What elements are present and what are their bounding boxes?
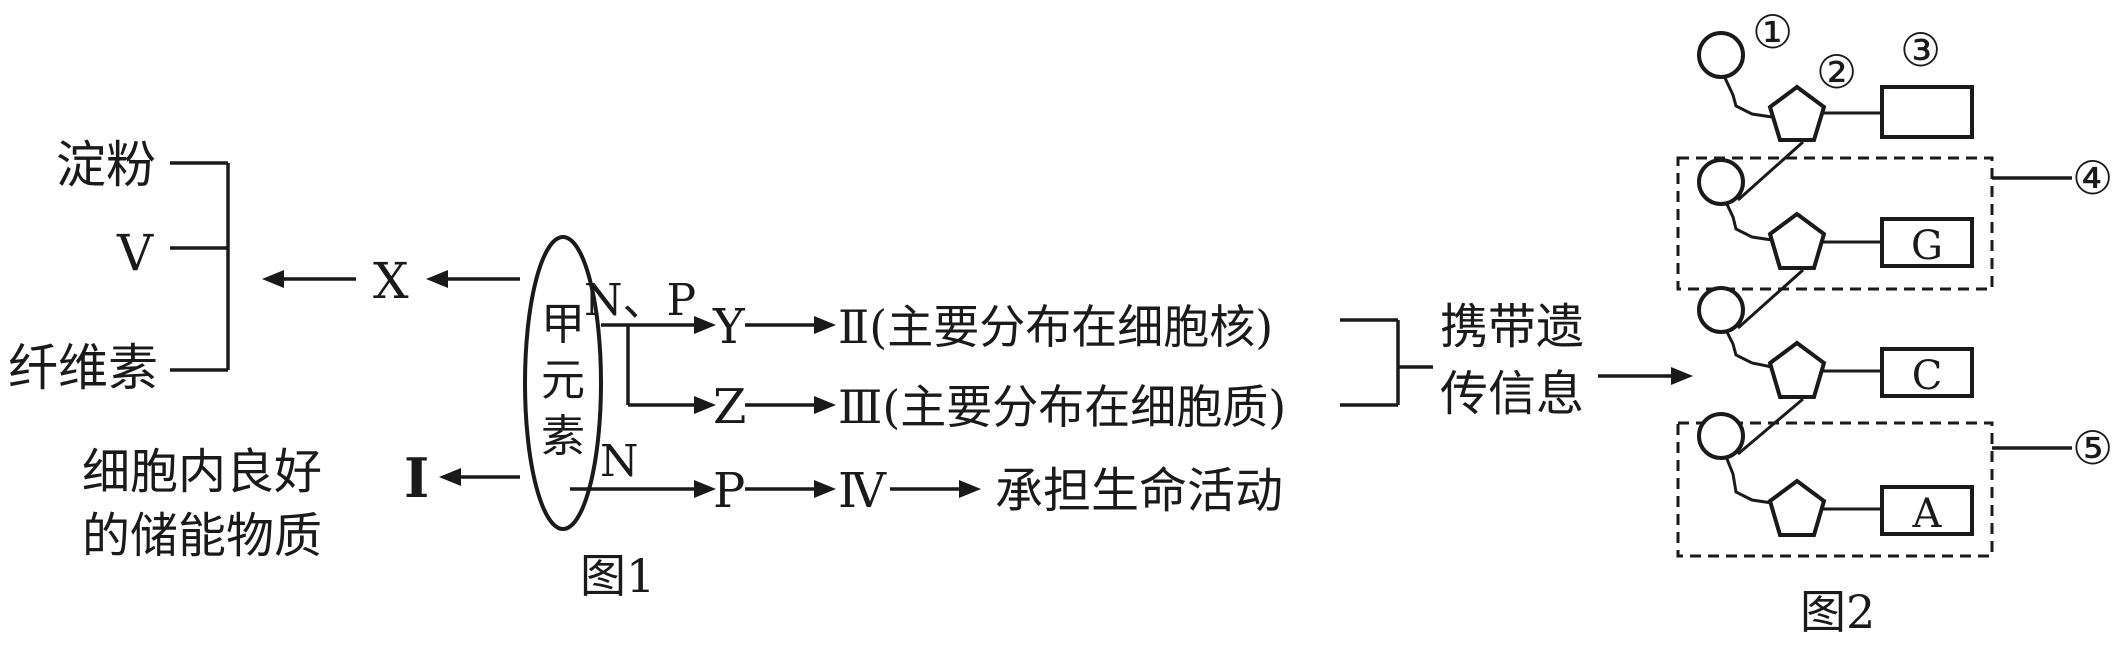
arrow-element-to-x [426, 270, 520, 288]
figure-2: G C A ① ② ③ ④ ⑤ 图2 [1676, 5, 2113, 639]
carry-info-line1: 携带遗 [1440, 299, 1584, 355]
arrow-iv-to-function [890, 480, 981, 498]
label-1: ① [1752, 5, 1793, 59]
storage-text-line2: 的储能物质 [82, 508, 322, 564]
i-label: I [404, 446, 429, 510]
element-char-2: 元 [541, 355, 585, 406]
function-text: 承担生命活动 [995, 463, 1283, 519]
base-box-a [1880, 485, 1974, 536]
element-ellipse [523, 235, 603, 531]
polysaccharide-bracket [170, 161, 230, 372]
figure-2-caption: 图2 [1800, 585, 1875, 639]
base-box-g [1880, 217, 1974, 268]
phosphate-circle-2 [1697, 158, 1745, 206]
element-char-3: 素 [541, 411, 585, 462]
cellulose-label: 纤维素 [8, 339, 158, 397]
phosphate-circle-3 [1697, 286, 1745, 334]
pentose-3 [1767, 340, 1827, 399]
arrow-to-figure-2 [1598, 367, 1693, 385]
ii-description: Ⅱ(主要分布在细胞核) [838, 300, 1273, 354]
phosphate-circle-4 [1697, 412, 1745, 460]
label-4: ④ [2072, 151, 2113, 205]
starch-label: 淀粉 [56, 136, 156, 194]
x-label: X [373, 252, 409, 310]
pentose-1 [1767, 84, 1827, 142]
v-label: V [116, 224, 154, 282]
nucleotide-box-5 [1676, 421, 1994, 558]
y-label: Y [712, 299, 746, 355]
nucleic-acid-bracket [1340, 318, 1433, 407]
iv-label: Ⅳ [838, 463, 887, 519]
arrow-y-to-ii [745, 316, 836, 334]
label-2: ② [1816, 45, 1857, 99]
z-label: Z [713, 379, 746, 435]
base-g-label: G [1911, 223, 1943, 269]
arrow-element-to-p [570, 480, 716, 498]
base-box-empty [1880, 85, 1974, 139]
arrow-z-to-iii [745, 396, 836, 414]
p-label: P [713, 463, 745, 519]
base-box-c [1880, 347, 1974, 398]
nucleotide-box-4 [1676, 156, 1994, 291]
n-label: N [600, 436, 639, 487]
figure-1: 淀粉 V 纤维素 X 甲 元 素 I 细胞内良好 的储能物质 N、P [8, 136, 1693, 603]
pentose-2 [1767, 211, 1827, 270]
arrow-element-to-y [601, 316, 716, 334]
base-c-label: C [1912, 353, 1943, 399]
carry-info-line2: 传信息 [1440, 366, 1584, 422]
element-char-1: 甲 [541, 299, 585, 350]
arrow-element-to-z [626, 325, 716, 414]
figure-1-caption: 图1 [580, 549, 655, 603]
iii-description: Ⅲ(主要分布在细胞质) [838, 380, 1286, 434]
base-a-label: A [1912, 491, 1943, 537]
pentose-4 [1767, 478, 1827, 537]
np-label: N、P [584, 275, 696, 326]
arrow-p-to-iv [745, 480, 836, 498]
storage-text-line1: 细胞内良好 [82, 444, 322, 500]
label-5: ⑤ [2072, 421, 2113, 475]
nucleotide-bonds [1723, 77, 1882, 511]
arrow-element-to-i [439, 468, 520, 486]
phosphate-circle-1 [1697, 31, 1745, 79]
arrow-x-to-polysaccharides [262, 270, 356, 288]
label-3: ③ [1900, 23, 1941, 77]
